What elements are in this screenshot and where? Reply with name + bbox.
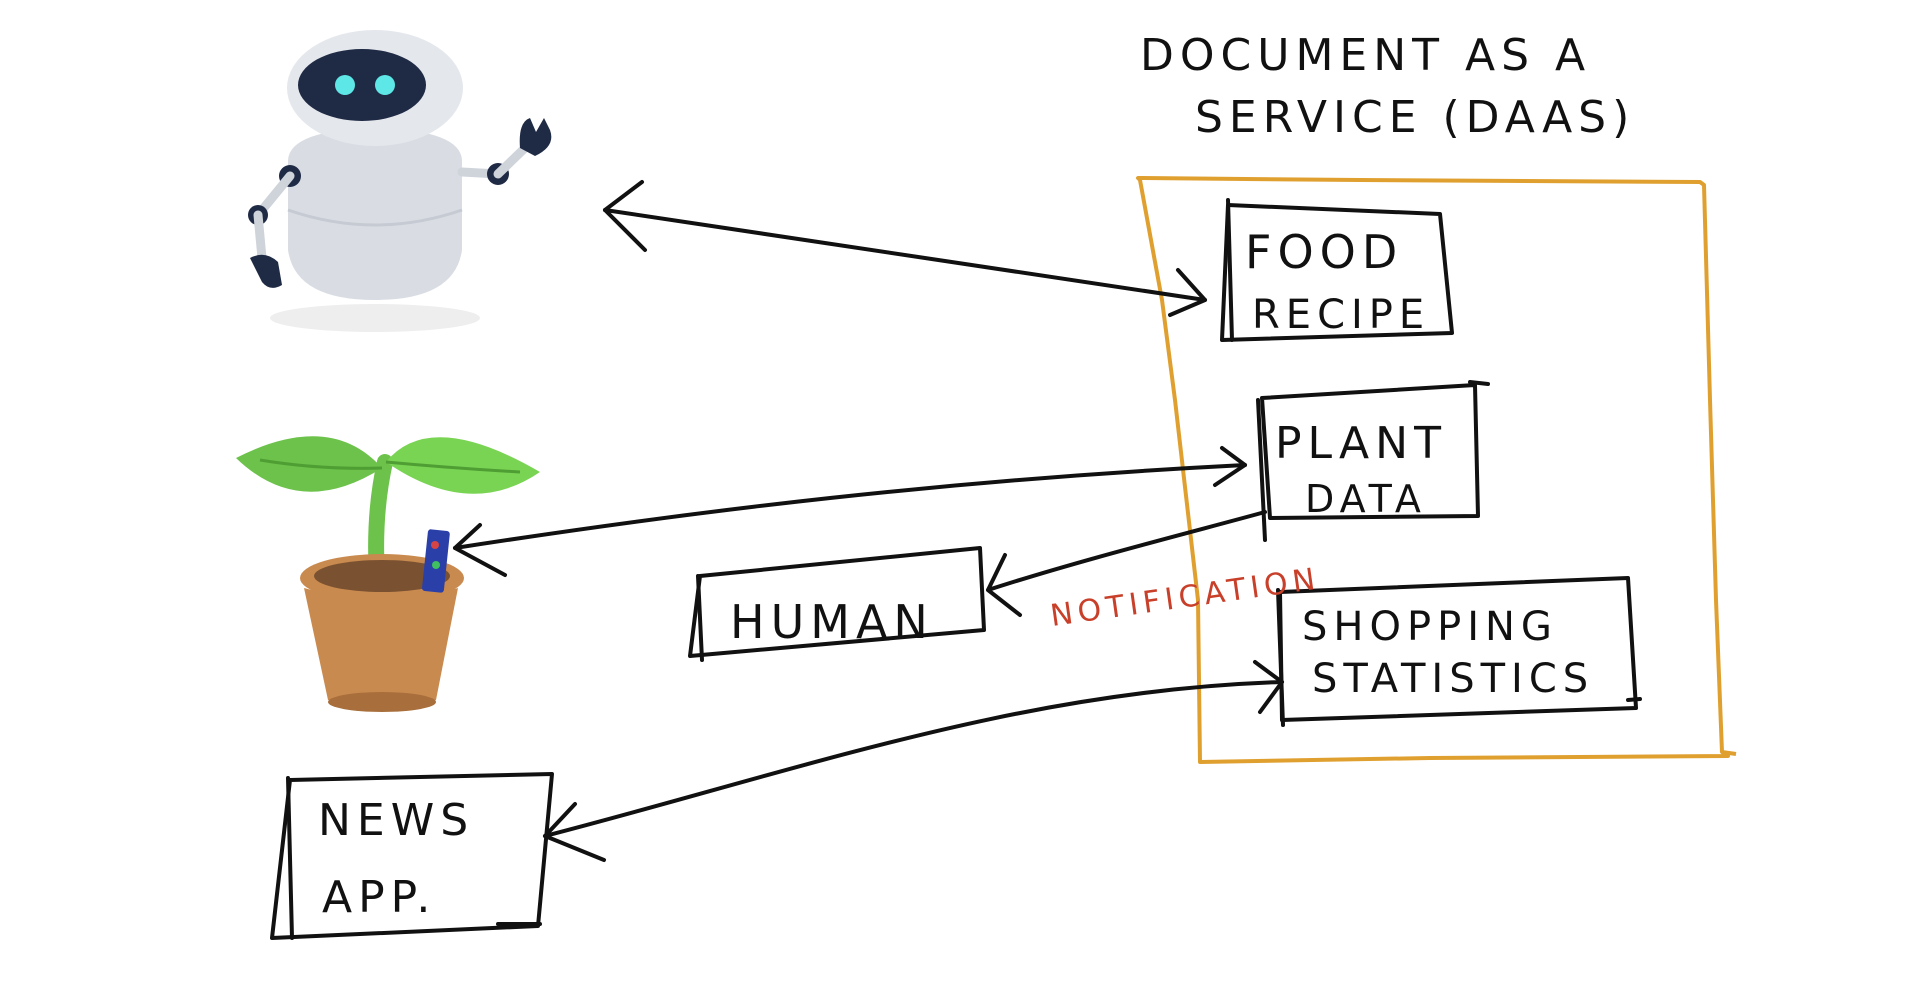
food-recipe-line-1: FOOD (1245, 225, 1403, 279)
arrow-news-shopping (543, 660, 1284, 862)
daas-container (1136, 176, 1730, 764)
human-box[interactable]: HUMAN (688, 546, 986, 662)
news-app-line-2: APP. (322, 872, 436, 923)
plant-data-box[interactable]: PLANT DATA (1256, 380, 1490, 542)
daas-container-tail (1721, 750, 1737, 756)
human-label: HUMAN (730, 595, 934, 649)
shopping-statistics-line-1: SHOPPING (1302, 604, 1558, 650)
robot-icon (248, 30, 552, 332)
plant-data-line-2: DATA (1305, 477, 1427, 521)
arrow-plant-data-human (986, 510, 1267, 617)
food-recipe-line-2: RECIPE (1252, 292, 1430, 338)
shopping-statistics-line-2: STATISTICS (1312, 656, 1594, 702)
title-line-2: SERVICE (DAAS) (1195, 92, 1635, 143)
diagram-title: DOCUMENT AS A SERVICE (DAAS) (1140, 30, 1635, 143)
news-app-box[interactable]: NEWS APP. (270, 772, 554, 940)
title-line-1: DOCUMENT AS A (1140, 30, 1591, 81)
food-recipe-box[interactable]: FOOD RECIPE (1220, 198, 1454, 342)
potted-plant-icon (236, 436, 540, 712)
news-app-line-1: NEWS (318, 795, 474, 846)
arrow-plant-plant-data (453, 446, 1247, 577)
shopping-statistics-box[interactable]: SHOPPING STATISTICS (1276, 576, 1642, 727)
arrow-robot-food-recipe (603, 180, 1207, 317)
plant-data-line-1: PLANT (1275, 418, 1447, 469)
